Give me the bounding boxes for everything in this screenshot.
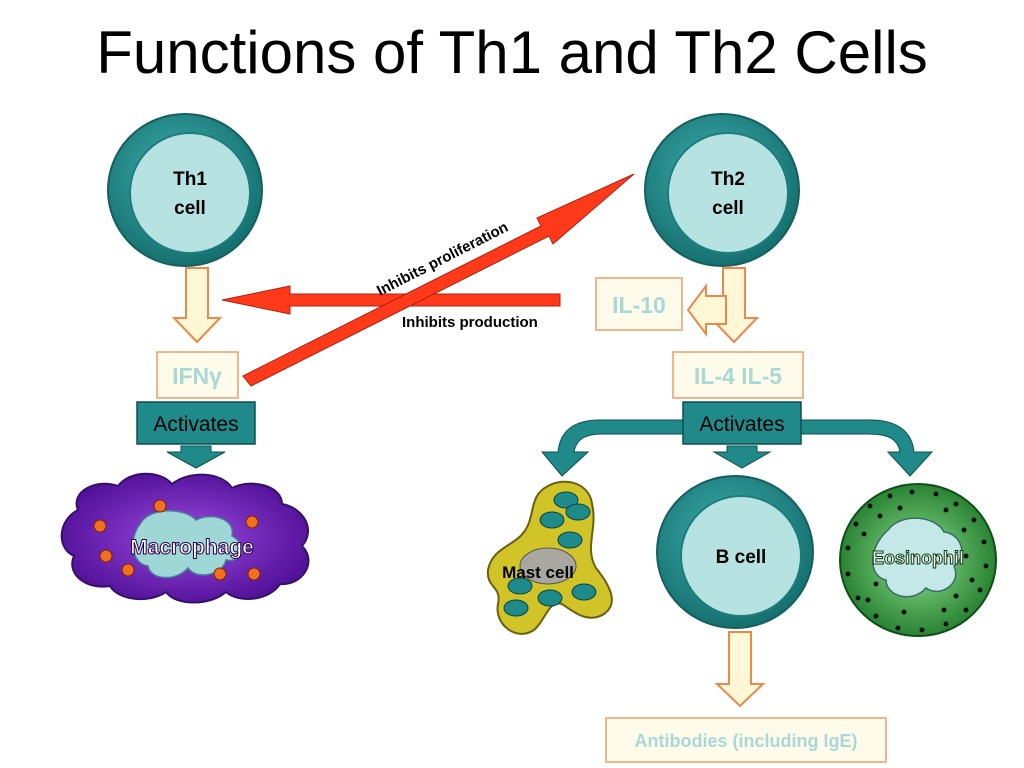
inhibits-production-label: Inhibits production — [402, 314, 538, 331]
activates-right: Activates — [540, 401, 934, 477]
activates-center-arrow — [712, 445, 772, 469]
il4-il5-box: IL-4 IL-5 — [672, 351, 804, 399]
eosinophil-label: Eosinophil — [872, 548, 964, 568]
slide-title: Functions of Th1 and Th2 Cells — [96, 19, 928, 86]
activates-right-label: Activates — [699, 413, 784, 436]
th1-label: Th1 — [173, 169, 207, 190]
antibodies-box: Antibodies (including IgE) — [605, 717, 887, 763]
b-cell: B cell — [656, 475, 814, 629]
il10-side-arrow — [686, 283, 727, 337]
activates-left: Activates — [136, 401, 256, 469]
eosinophil-granules — [845, 489, 989, 633]
mast-cell: Mast cell — [486, 480, 613, 635]
antibodies-label: Antibodies (including IgE) — [635, 731, 858, 751]
ifn-label: IFNγ — [172, 363, 222, 389]
ifn-box: IFNγ — [156, 351, 239, 399]
inhibits-production-arrow — [221, 285, 561, 315]
macrophage-label: Macrophage — [130, 536, 254, 559]
inhibits-proliferation-arrow — [242, 173, 635, 387]
th2-cell: Th2 cell — [644, 113, 800, 267]
il10-label: IL-10 — [612, 292, 666, 318]
activates-right-curve — [800, 419, 934, 477]
th2-label: Th2 — [711, 169, 745, 190]
th1-sublabel: cell — [174, 198, 206, 219]
th2-sublabel: cell — [712, 198, 744, 219]
activates-left-curve — [540, 419, 684, 477]
activates-left-label: Activates — [153, 413, 238, 436]
th1-down-arrow — [171, 267, 223, 344]
il4-il5-label: IL-4 IL-5 — [694, 363, 782, 389]
th1-cell: Th1 cell — [107, 113, 263, 267]
b-cell-label: B cell — [716, 547, 767, 568]
eosinophil: Eosinophil — [839, 483, 997, 637]
bcell-down-arrow — [714, 631, 766, 708]
mast-cell-label: Mast cell — [502, 563, 574, 582]
macrophage: Macrophage — [60, 472, 310, 604]
il10-box: IL-10 — [595, 277, 683, 331]
activates-left-arrow — [166, 445, 226, 469]
